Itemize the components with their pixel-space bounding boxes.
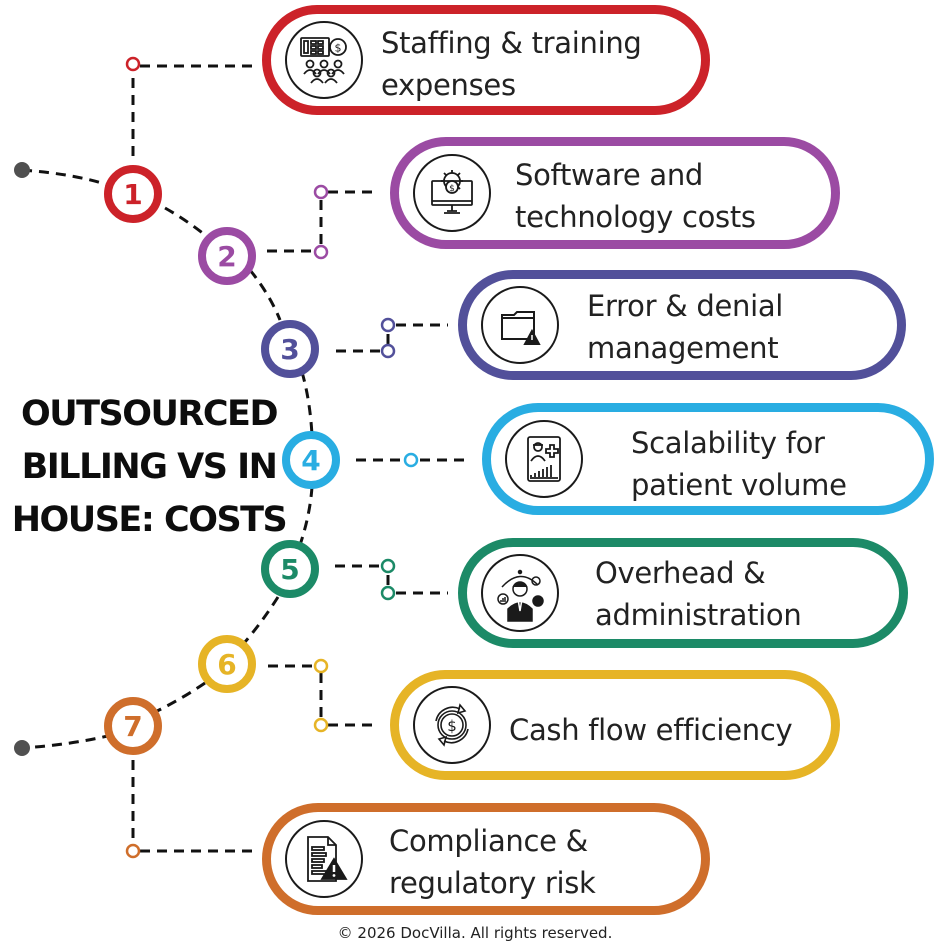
svg-text:$: $ bbox=[335, 42, 342, 55]
step-number: 3 bbox=[280, 332, 300, 366]
step-number: 5 bbox=[280, 552, 300, 586]
step-number: 4 bbox=[301, 443, 321, 477]
step-node-5: 5 bbox=[261, 540, 319, 598]
cost-card-compliance: Compliance & regulatory risk bbox=[262, 803, 710, 915]
cost-label: Cash flow efficiency bbox=[509, 713, 793, 747]
step-number: 7 bbox=[123, 709, 143, 743]
step-number: 1 bbox=[123, 177, 143, 211]
cost-label: Overhead & administration bbox=[595, 556, 802, 632]
cost-label: Compliance & regulatory risk bbox=[389, 824, 596, 900]
patient-chart-icon bbox=[505, 420, 583, 498]
page-title: OUTSOURCED BILLING VS IN HOUSE: COSTS bbox=[11, 394, 288, 540]
step-number: 6 bbox=[217, 647, 237, 681]
cash-cycle-icon: $ bbox=[413, 686, 491, 764]
cost-label: Software and technology costs bbox=[515, 158, 756, 234]
svg-text:$: $ bbox=[449, 184, 455, 194]
step-node-2: 2 bbox=[198, 227, 256, 285]
cost-label: Staffing & training expenses bbox=[381, 26, 642, 102]
cost-card-scalability: Scalability for patient volume bbox=[482, 403, 934, 515]
cost-card-error-denial: Error & denial management bbox=[458, 270, 906, 380]
step-node-1: 1 bbox=[104, 165, 162, 223]
staff-calculator-icon: $ bbox=[285, 21, 363, 99]
cost-card-cash-flow: $ Cash flow efficiency bbox=[390, 670, 840, 780]
cost-label: Scalability for patient volume bbox=[631, 426, 847, 502]
svg-text:$: $ bbox=[447, 717, 457, 735]
document-warning-icon bbox=[285, 820, 363, 898]
copyright-notice: © 2026 DocVilla. All rights reserved. bbox=[337, 924, 613, 942]
cost-card-overhead: Overhead & administration bbox=[458, 538, 908, 648]
step-node-6: 6 bbox=[198, 635, 256, 693]
step-node-3: 3 bbox=[261, 320, 319, 378]
step-number: 2 bbox=[217, 239, 237, 273]
step-node-4: 4 bbox=[282, 431, 340, 489]
cost-label: Error & denial management bbox=[587, 289, 784, 365]
folder-warning-icon bbox=[481, 286, 559, 364]
cost-card-software: $ Software and technology costs bbox=[390, 137, 840, 249]
cost-card-staffing: $ Staffing & training expenses bbox=[262, 5, 710, 115]
step-node-7: 7 bbox=[104, 697, 162, 755]
administrator-icon bbox=[481, 554, 559, 632]
computer-gear-dollar-icon: $ bbox=[413, 154, 491, 232]
